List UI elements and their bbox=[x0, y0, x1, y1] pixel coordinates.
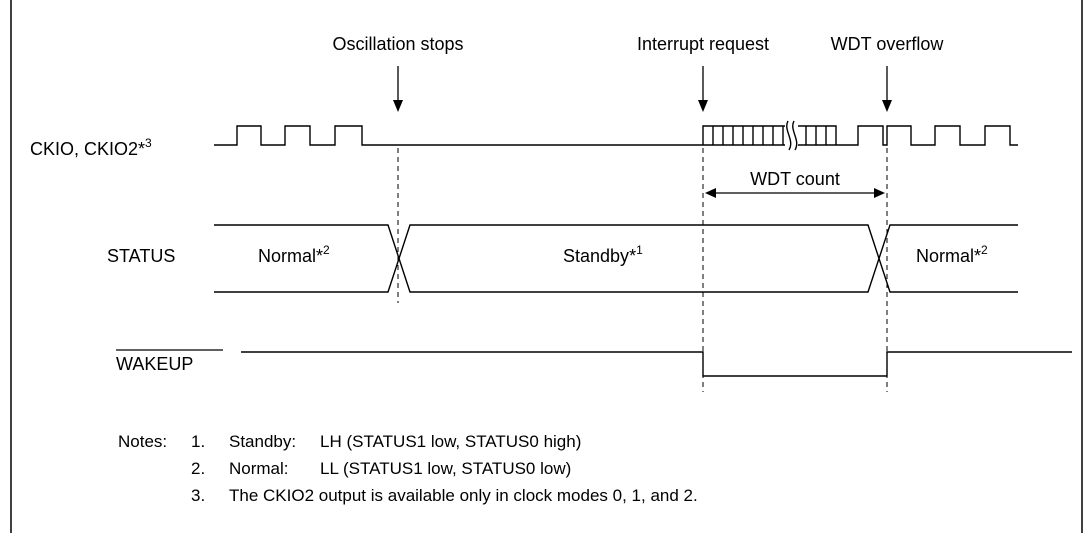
status-standby: Standby*1 bbox=[563, 243, 643, 266]
notes: Notes: 1. Standby: LH (STATUS1 low, STAT… bbox=[118, 432, 698, 505]
note-1-num: 1. bbox=[191, 432, 205, 451]
wakeup-signal-label: WAKEUP bbox=[116, 354, 193, 374]
status-signal-label: STATUS bbox=[107, 246, 175, 266]
status-normal-right: Normal*2 bbox=[916, 243, 988, 266]
status-normal-left: Normal*2 bbox=[258, 243, 330, 266]
reference-lines bbox=[397, 148, 888, 392]
note-3-text: The CKIO2 output is available only in cl… bbox=[229, 486, 698, 505]
note-2-num: 2. bbox=[191, 459, 205, 478]
wakeup-waveform bbox=[241, 351, 1072, 377]
note-2-text: LL (STATUS1 low, STATUS0 low) bbox=[320, 459, 571, 478]
wdt-overflow-arrow bbox=[882, 66, 892, 112]
wdt-count-arrow bbox=[705, 188, 885, 198]
wdt-overflow-label: WDT overflow bbox=[831, 34, 945, 54]
note-1-label: Standby: bbox=[229, 432, 296, 451]
oscillation-stops-label: Oscillation stops bbox=[332, 34, 463, 54]
status-waveform bbox=[214, 224, 1018, 293]
oscillation-stops-arrow bbox=[393, 66, 403, 112]
clock-signal-label: CKIO, CKIO2*3 bbox=[30, 136, 152, 159]
note-3-num: 3. bbox=[191, 486, 205, 505]
note-1-text: LH (STATUS1 low, STATUS0 high) bbox=[320, 432, 581, 451]
clock-waveform bbox=[214, 120, 1018, 151]
note-2-label: Normal: bbox=[229, 459, 289, 478]
notes-heading: Notes: bbox=[118, 432, 167, 451]
interrupt-request-arrow bbox=[698, 66, 708, 112]
interrupt-request-label: Interrupt request bbox=[637, 34, 769, 54]
wdt-count-label: WDT count bbox=[750, 169, 840, 189]
